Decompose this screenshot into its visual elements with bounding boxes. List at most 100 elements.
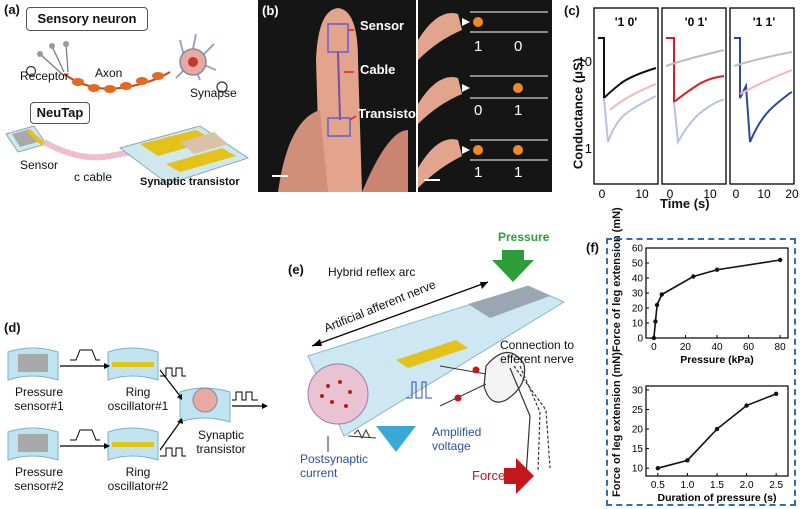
cable-label: c cable [74,170,113,184]
synaptic-transistor-label: Synaptic transistor [140,176,240,188]
pressure-label-e: Pressure [498,230,550,244]
c-faded-01-in-11 [739,69,793,95]
code-r1-c2: 0 [514,38,523,55]
code-r3-c2: 1 [514,164,523,181]
connection-label: Connection to efferent nerve [500,338,574,366]
f-top-xtick-label: 0 [651,342,657,353]
postsynaptic-current-label: Postsynaptic current [300,452,368,480]
ring-oscillator-1-label: Ring oscillator#1 [102,385,174,413]
c-xtick-3-10: 10 [757,187,771,201]
f-top-ytick-label: 0 [637,334,643,345]
f-bottom-data-point [744,403,749,408]
f-bottom-data-point [773,391,779,397]
axon-label: Axon [95,66,123,80]
ring-oscillator-1-line1: Ring [125,385,151,399]
ring-oscillator-1-line2: oscillator#1 [107,399,169,413]
f-top-data-point [691,274,696,279]
amplified-voltage-label: Amplified voltage [432,425,481,453]
f-dashed-frame [606,238,796,506]
pressure-sensor-2-line1: Pressure [14,465,64,479]
f-bottom-xtick-label: 2.0 [740,480,754,491]
f-top-data-point [777,257,783,263]
pressure-sensor-1-line1: Pressure [14,385,64,399]
f-bottom-xlabel: Duration of pressure (s) [657,492,776,504]
pressure-sensor-1-label: Pressure sensor#1 [14,385,64,413]
neutap-device-illustration [5,125,250,185]
circuit-diagram-d [7,347,268,461]
f-top-data-point [659,292,664,297]
neuron-body-icon [175,33,217,81]
f-top-ytick-label: 50 [632,259,644,270]
b-cable-label: Cable [360,62,396,77]
f-top-data-point [714,267,720,272]
ring-oscillator-1-icon [107,347,159,381]
neuron-illustration [25,33,228,93]
c-xtick-3-20: 20 [785,187,799,201]
sensor-label: Sensor [20,158,59,172]
f-bottom-data-point [655,465,661,471]
c-title-11: '1 1' [753,15,776,29]
c-xlabel: Time (s) [660,196,710,211]
pressure-sensor-1-icon [7,347,59,381]
f-top-data-point [651,335,657,341]
c-faded-01-in-10 [609,83,657,111]
synapse-marker-icon [216,81,228,93]
sensor-chip-icon [5,125,47,153]
ring-oscillator-2-line2: oscillator#2 [107,479,169,493]
c-faded-10-in-11 [733,51,793,67]
touch-sequence-images [418,11,548,188]
f-top-ytick-label: 30 [632,289,644,300]
code-r2-c2: 1 [514,102,523,119]
pressure-sensor-2-icon [7,427,59,461]
touch-row-1 [418,11,548,60]
c-ytick-1: 1 [585,141,592,156]
amplified-line2: voltage [432,439,471,453]
c-xtick-1-10: 10 [635,187,649,201]
f-bottom-ytick-label: 30 [632,385,644,396]
c-xtick-1-0: 0 [599,187,606,201]
c-xtick-2-0: 0 [667,187,674,201]
c-xtick-3-0: 0 [733,187,740,201]
synaptic-transistor-d-icon [179,387,231,423]
panel-a-label: (a) [4,2,20,17]
f-top-xtick-label: 60 [743,342,755,353]
code-r1-c1: 1 [474,38,483,55]
f-top-xtick-label: 80 [775,342,787,353]
synaptic-transistor-d-label: Synaptic transistor [190,428,252,456]
afferent-arrow [311,281,489,347]
f-bottom-ytick-label: 25 [632,405,644,416]
f-bottom-xtick-label: 1.0 [680,480,694,491]
panel-e-label: (e) [288,262,304,277]
connection-line2: efferent nerve [500,352,574,366]
f-bottom-xtick-label: 0.5 [651,480,665,491]
f-bottom-ytick-label: 10 [632,464,644,475]
synaptic-transistor-e-icon [307,363,369,425]
c-subplot-2-frame [661,7,727,185]
pressure-sensor-1-line2: sensor#1 [14,399,64,413]
panel-f-label: (f) [586,240,599,255]
ring-oscillator-2-label: Ring oscillator#2 [102,465,174,493]
force-label: Force [472,468,506,483]
f-top-data-point [654,302,660,308]
f-top-xtick-label: 40 [711,342,723,353]
pressure-sensor-2-line2: sensor#2 [14,479,64,493]
pressure-arrow-icon [492,250,534,282]
touch-row-2 [418,75,548,124]
finger-device-image [272,8,408,192]
amplified-line1: Amplified [432,425,482,439]
f-top-ytick-label: 40 [632,274,644,285]
synaptic-transistor-d-line2: transistor [196,442,246,456]
c-ytick-10: 10 [580,54,592,69]
code-r2-c1: 0 [474,102,483,119]
c-faded-10-in-01 [665,49,725,67]
receptor-tip-icon [37,51,43,57]
f-top-xtick-label: 20 [680,342,692,353]
cable-line-icon [337,51,341,121]
f-top-ytick-label: 10 [632,319,644,330]
synapse-label: Synapse [190,86,237,100]
code-r3-c1: 1 [474,164,483,181]
leg-icon [483,351,551,477]
pressure-sensor-2-label: Pressure sensor#2 [14,465,64,493]
